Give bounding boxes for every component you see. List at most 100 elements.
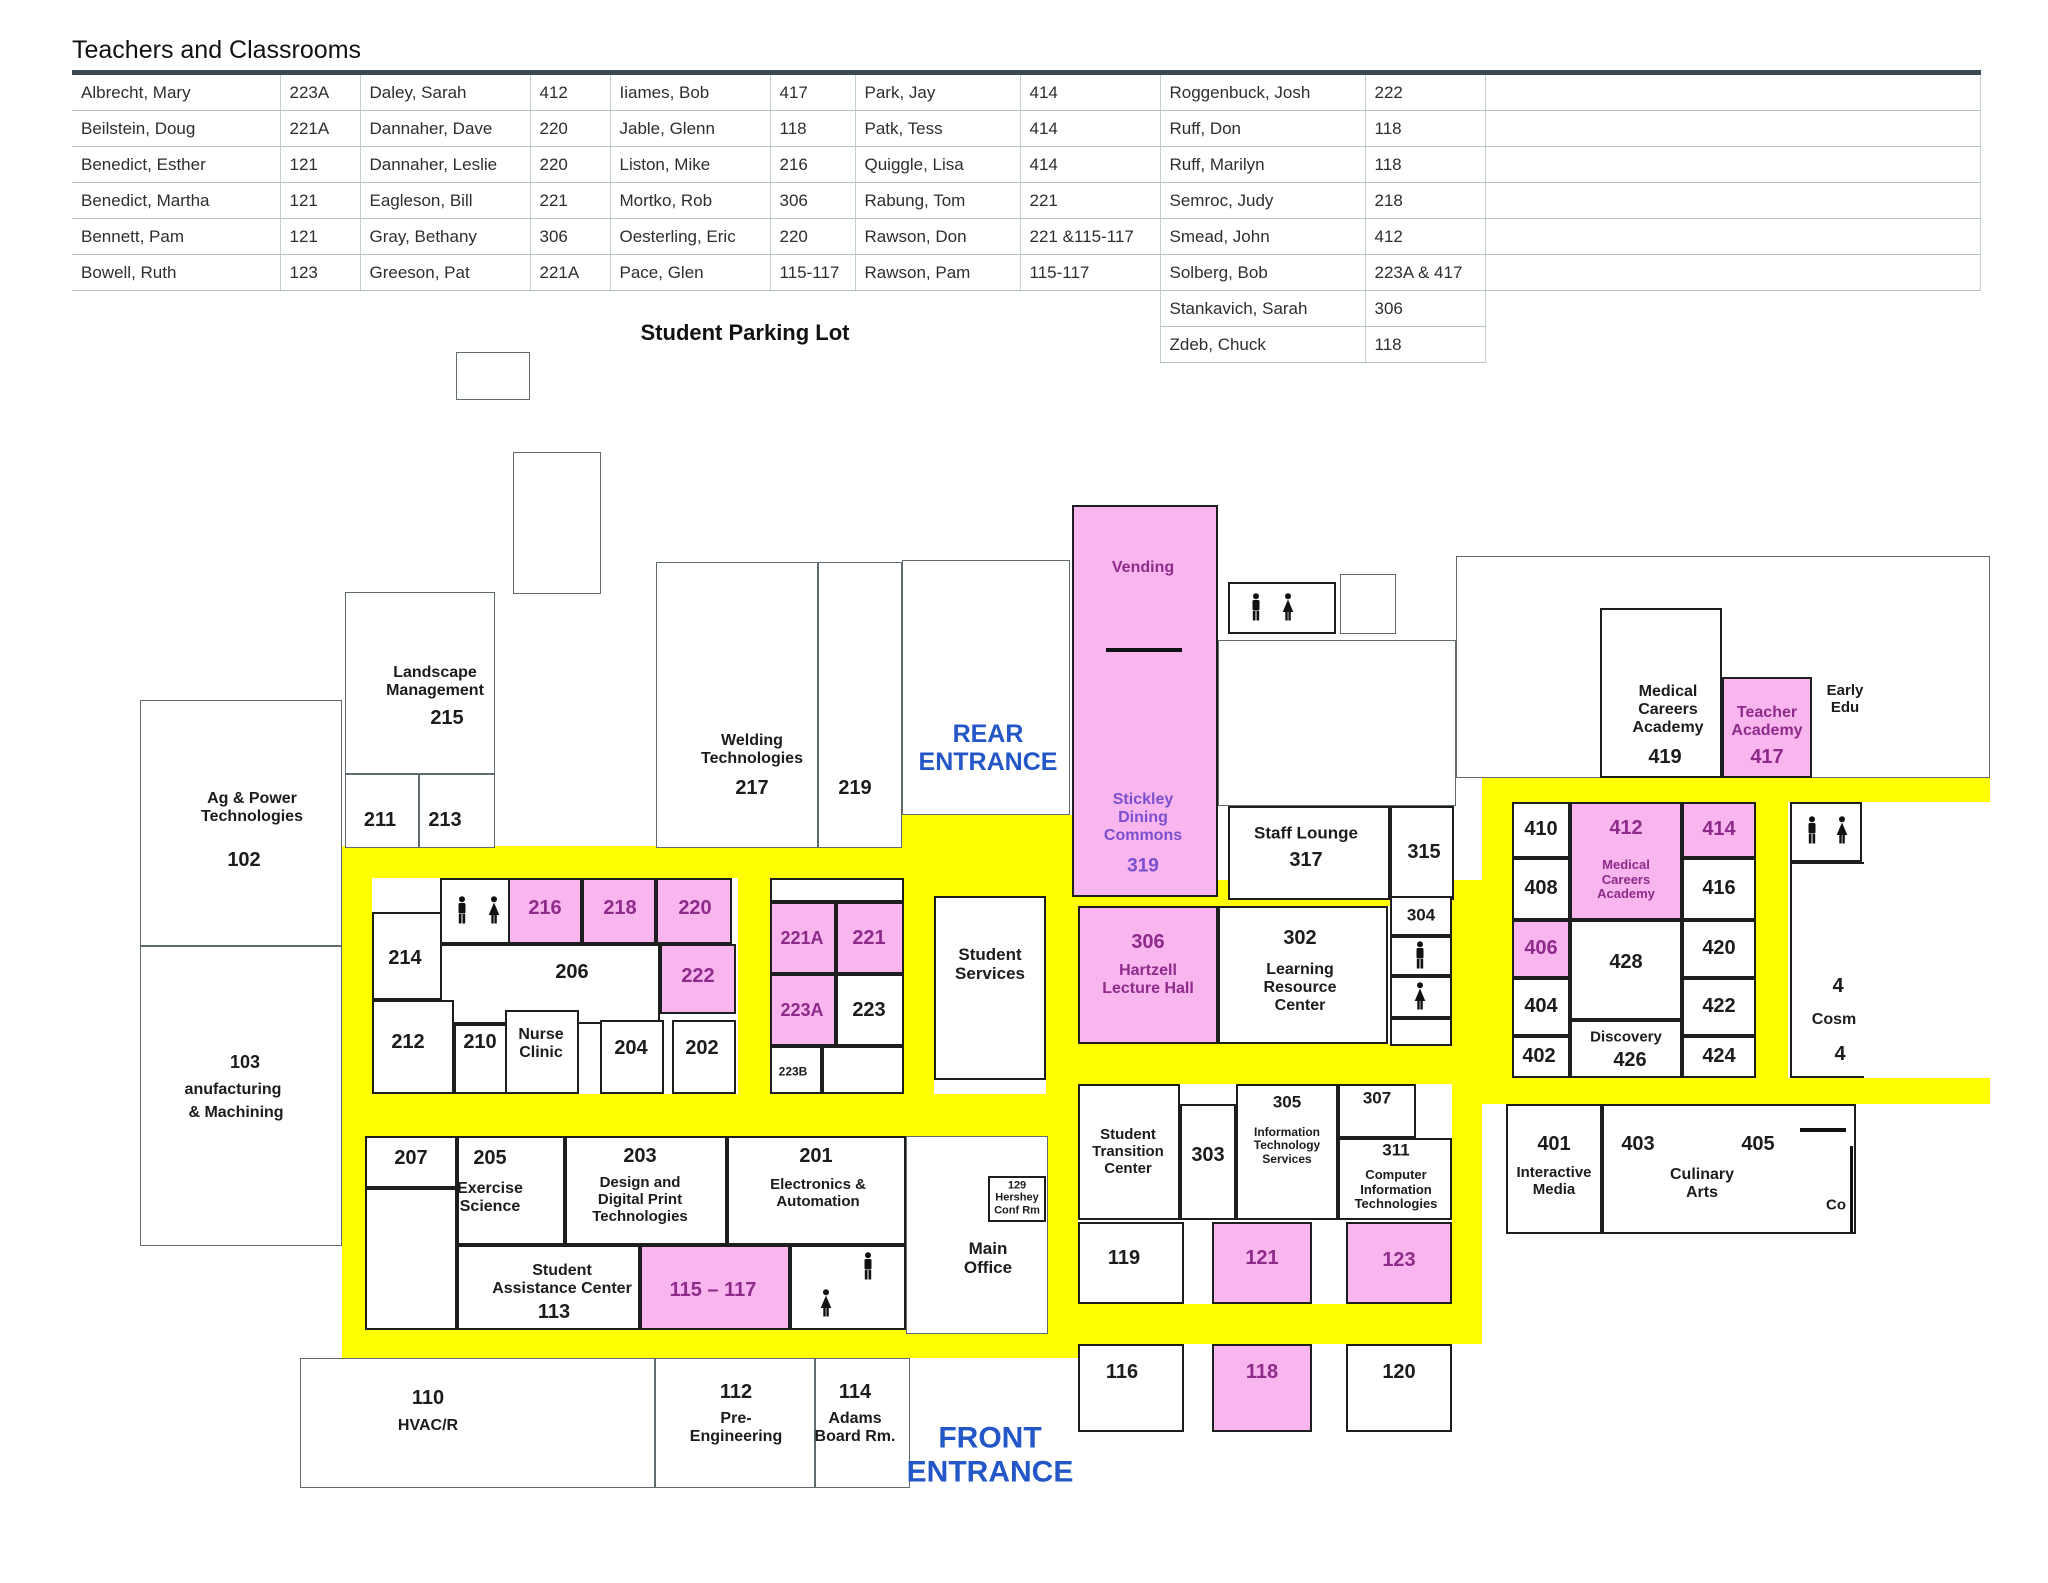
map-label-design-and: Design and Digital Print Technologies	[592, 1173, 688, 1225]
teacher-name-cell: Liston, Mike	[610, 146, 771, 183]
map-label-221: 221	[852, 926, 886, 949]
map-label-218: 218	[603, 896, 637, 919]
room-404	[1512, 978, 1570, 1036]
room-315	[1390, 806, 1454, 900]
map-label-222: 222	[681, 964, 715, 987]
room-number-cell: 412	[530, 75, 611, 111]
room-201	[727, 1136, 906, 1245]
map-label-311: 311	[1382, 1140, 1410, 1160]
nurse-clinic	[505, 1010, 579, 1094]
teacher-name-cell: Ruff, Don	[1160, 110, 1366, 147]
room-217	[656, 562, 818, 848]
map-label-electronics-: Electronics & Automation	[770, 1176, 866, 1210]
map-label-420: 420	[1702, 936, 1736, 959]
map-label-interactive: Interactive Media	[1516, 1164, 1592, 1198]
room-number-cell: 221	[530, 182, 611, 219]
map-label-412: 412	[1609, 816, 1643, 839]
map-label-408: 408	[1524, 876, 1558, 899]
map-label-307: 307	[1362, 1088, 1392, 1108]
student-services	[934, 896, 1046, 1080]
map-label-405: 405	[1741, 1132, 1775, 1155]
room-number-cell: 412	[1365, 218, 1486, 255]
teacher-name-cell: Daley, Sarah	[360, 75, 531, 111]
restrooms-east	[1790, 802, 1862, 862]
male-restroom-icon	[862, 1252, 875, 1280]
map-label-403: 403	[1621, 1132, 1655, 1155]
room-402	[1512, 1036, 1570, 1078]
teacher-name-cell: Smead, John	[1160, 218, 1366, 255]
map-label-student: Student Assistance Center	[492, 1262, 632, 1297]
map-label-317: 317	[1289, 848, 1323, 871]
room-219	[818, 562, 902, 848]
room-410	[1512, 802, 1570, 858]
room-number-cell: 306	[530, 218, 611, 255]
map-label-stickley: Stickley Dining Commons	[1103, 791, 1183, 844]
map-label-401: 401	[1537, 1132, 1571, 1155]
room-422	[1682, 978, 1756, 1036]
map-label-210: 210	[463, 1030, 497, 1053]
corridor-highlight	[342, 1094, 1078, 1136]
teacher-name-cell: Albrecht, Mary	[72, 75, 281, 111]
room-214	[372, 912, 442, 1000]
corridor-highlight	[1452, 880, 1482, 1344]
wall-segment	[1106, 648, 1182, 652]
room-121	[1212, 1222, 1312, 1304]
room-424	[1682, 1036, 1756, 1078]
room-number-cell: 306	[770, 182, 856, 219]
map-label-306: 306	[1131, 930, 1165, 953]
teacher-name-cell: Pace, Glen	[610, 254, 771, 291]
wall-segment	[1800, 1128, 1846, 1132]
room-114	[815, 1358, 910, 1488]
room-123	[1346, 1222, 1452, 1304]
room-number-cell: 414	[1020, 146, 1161, 183]
room-203	[565, 1136, 727, 1245]
room-number-cell: 218	[1365, 182, 1486, 219]
room-number-cell: 221A	[530, 254, 611, 291]
map-label-207: 207	[394, 1146, 428, 1169]
room-number-cell: 417	[770, 75, 856, 111]
map-label-co: Co	[1826, 1196, 1846, 1214]
room-426	[1570, 1020, 1682, 1078]
room-number-cell: 118	[1365, 110, 1486, 147]
map-label-hvac-r: HVAC/R	[397, 1417, 459, 1435]
map-label-410: 410	[1524, 817, 1558, 840]
teacher-name-cell	[1485, 182, 1981, 219]
map-label-416: 416	[1702, 876, 1736, 899]
map-label-424: 424	[1702, 1044, 1736, 1067]
teacher-name-cell: Ruff, Marilyn	[1160, 146, 1366, 183]
map-label-112: 112	[719, 1380, 753, 1403]
room-406	[1512, 920, 1570, 978]
room-223B-east	[822, 1046, 904, 1094]
map-label-203: 203	[623, 1144, 657, 1167]
map-label-220: 220	[678, 896, 712, 919]
teacher-name-cell	[1485, 110, 1981, 147]
corridor-highlight	[1756, 802, 1788, 1078]
room-number-cell: 221	[1020, 182, 1161, 219]
room-412	[1570, 802, 1682, 920]
map-label-402: 402	[1522, 1044, 1556, 1067]
corridor-highlight	[1078, 1304, 1452, 1344]
room-307	[1338, 1084, 1416, 1138]
room-212	[372, 1000, 454, 1094]
room-number-cell: 220	[770, 218, 856, 255]
teacher-name-cell: Stankavich, Sarah	[1159, 290, 1366, 327]
teacher-name-cell: Jable, Glenn	[610, 110, 771, 147]
teacher-name-cell	[1485, 146, 1981, 183]
teacher-name-cell: Gray, Bethany	[360, 218, 531, 255]
map-label-anufacturing: anufacturing	[184, 1081, 282, 1099]
map-label-exercise: Exercise Science	[457, 1180, 523, 1215]
map-label-hartzell: Hartzell Lecture Hall	[1102, 962, 1194, 997]
teacher-name-cell: Benedict, Esther	[72, 146, 281, 183]
map-label-front: FRONT ENTRANCE	[906, 1421, 1074, 1488]
room-number-cell: 222	[1365, 75, 1486, 111]
student-assistance-center-113	[457, 1245, 640, 1330]
teacher-name-cell: Mortko, Rob	[610, 182, 771, 219]
map-label-nurse: Nurse Clinic	[518, 1026, 564, 1061]
map-label-cosm: Cosm	[1811, 1011, 1857, 1029]
vending-stickley-319	[1072, 505, 1218, 897]
map-label-114: 114	[838, 1380, 872, 1403]
